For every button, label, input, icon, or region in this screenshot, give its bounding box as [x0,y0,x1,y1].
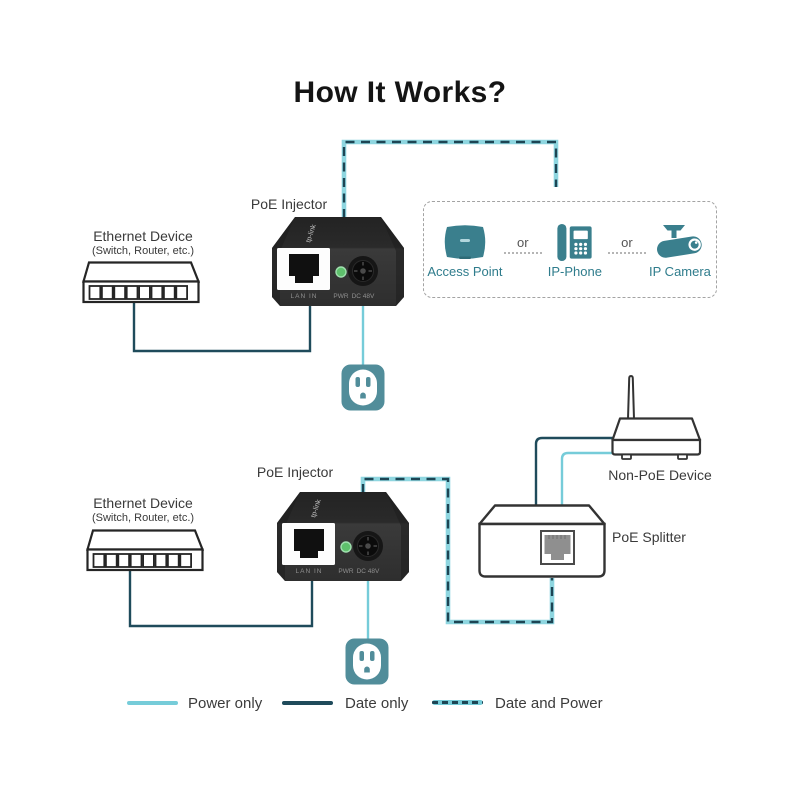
ip-camera-label: IP Camera [649,264,711,279]
legend-data-and-power-swatch [432,700,483,705]
bottom-power-outlet-icon [345,638,389,685]
or-separator: or [607,235,646,254]
ip-camera-item: IP Camera [644,222,716,279]
dc-48v-label: DC 48V [357,568,380,575]
splitter-rj45-port [544,535,571,560]
ip-phone-item: IP-Phone [540,222,610,279]
pwr-label: PWR [338,568,353,575]
page-title: How It Works? [293,76,507,109]
legend-data-only-label: Date only [345,695,409,712]
powered-devices-box: Access Point or IP-Phone [423,201,717,298]
or-dotted-line [503,252,542,254]
poe-splitter-icon [478,504,606,578]
access-point-label: Access Point [427,264,503,279]
rj45-port-icon [294,529,324,558]
access-point-item: Access Point [424,222,506,279]
dc-48v-label: DC 48V [352,293,375,300]
bottom-injector-label: PoE Injector [256,464,334,480]
top-injector-label: PoE Injector [250,196,328,212]
legend-power-only-swatch [127,701,178,705]
splitter-data-line [534,436,614,506]
splitter-power-line [560,451,614,506]
non-poe-device-label: Non-PoE Device [608,467,712,483]
poe-splitter-label: PoE Splitter [612,529,686,545]
power-led [335,266,347,278]
top-data-line [132,302,312,353]
bottom-data-line [128,571,314,628]
or-separator: or [503,235,542,254]
or-text: or [621,235,633,250]
ip-phone-icon [556,222,593,262]
bottom-ethernet-device-sublabel: (Switch, Router, etc.) [91,512,195,524]
top-power-outlet-icon [341,364,385,411]
top-ethernet-device-sublabel: (Switch, Router, etc.) [91,245,195,257]
top-poe-injector: tp-link LAN IN PWR DC 48V [272,217,404,306]
ip-camera-icon [654,222,706,262]
lan-in-label: LAN IN [296,568,323,575]
bottom-switch-icon [86,529,204,572]
legend-data-only-swatch [282,701,333,705]
bottom-ethernet-device-labels: Ethernet Device (Switch, Router, etc.) [64,496,222,525]
pwr-label: PWR [333,293,348,300]
lan-in-label: LAN IN [291,293,318,300]
top-switch-icon [82,261,200,304]
top-datapower-line-dashes [342,140,558,218]
power-led [340,541,352,553]
top-ethernet-device-labels: Ethernet Device (Switch, Router, etc.) [64,229,222,258]
legend-power-only-label: Power only [188,695,263,712]
or-dotted-line [607,252,646,254]
non-poe-device-icon [611,374,702,460]
bottom-datapower-line-dashes [361,477,554,624]
bottom-ethernet-device-label: Ethernet Device [93,495,193,511]
bottom-poe-injector: tp-link LAN IN PWR DC 48V [277,492,409,581]
or-text: or [517,235,529,250]
rj45-port-icon [289,254,319,283]
top-ethernet-device-label: Ethernet Device [93,228,193,244]
access-point-icon [442,222,488,262]
antenna [627,374,635,420]
legend-data-and-power-label: Date and Power [495,695,603,712]
ip-phone-label: IP-Phone [547,264,602,279]
